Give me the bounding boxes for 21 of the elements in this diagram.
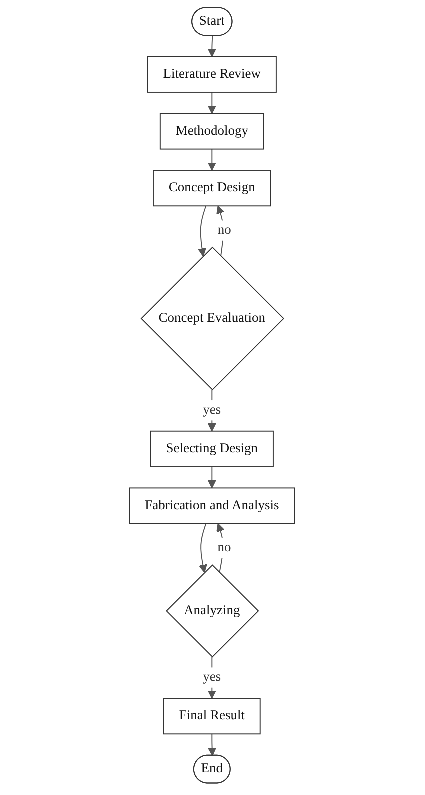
edge-label: yes [204, 403, 222, 418]
edge-label: yes [204, 670, 222, 686]
arrow [208, 734, 217, 756]
node-diamond: Analyzing [166, 564, 260, 658]
node-box: Methodology [160, 113, 265, 150]
arrow [208, 148, 217, 171]
node-box: Final Result [164, 698, 262, 735]
edge-label: no [218, 224, 232, 238]
node-box: Concept Design [153, 170, 272, 207]
edge-label: no [218, 540, 232, 556]
arrow [208, 466, 217, 489]
arrow [208, 92, 217, 114]
node-box: Selecting Design [150, 430, 274, 468]
node-box: Fabrication and Analysis [130, 488, 296, 524]
arrow [208, 36, 217, 58]
node-box: Literature Review [148, 56, 278, 93]
arrow [216, 523, 225, 574]
arrow [198, 206, 207, 257]
arrow [216, 206, 225, 257]
node-diamond: Concept Evaluation [141, 246, 285, 391]
arrow [199, 523, 208, 574]
